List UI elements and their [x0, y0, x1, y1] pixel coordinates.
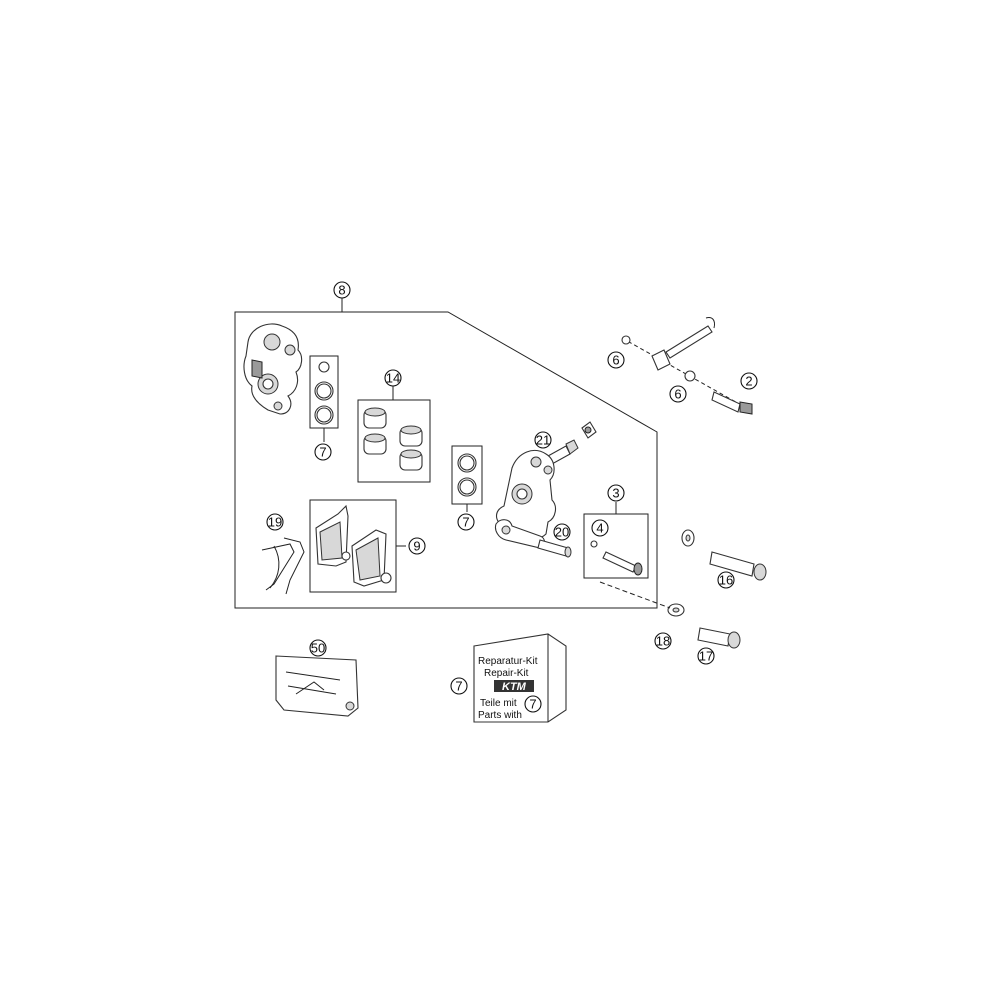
svg-text:16: 16: [719, 573, 733, 588]
svg-text:7: 7: [455, 679, 462, 694]
svg-text:6: 6: [674, 387, 681, 402]
mounting-bolt-16: [681, 529, 767, 581]
svg-text:8: 8: [338, 283, 345, 298]
svg-text:7: 7: [462, 515, 469, 530]
svg-text:18: 18: [656, 634, 670, 649]
svg-text:3: 3: [612, 486, 619, 501]
repair-kit-box: Reparatur-Kit Repair-Kit KTM Teile mit P…: [473, 633, 567, 723]
callout-50: 50: [309, 639, 327, 657]
svg-text:6: 6: [612, 353, 619, 368]
repair-kit-line1: Reparatur-Kit: [478, 656, 538, 667]
callout-6-upper: 6: [607, 351, 625, 369]
callout-8: 8: [333, 281, 351, 299]
callout-7-left: 7: [314, 443, 332, 461]
seal-rings-kit-left: [309, 355, 339, 442]
pad-spring: [261, 537, 305, 595]
mounting-bolt-17: [697, 627, 741, 649]
svg-text:21: 21: [536, 433, 550, 448]
callout-18: 18: [654, 632, 672, 650]
svg-text:19: 19: [268, 515, 282, 530]
caliper-housing-right: [494, 450, 557, 549]
pistons-kit: [357, 386, 431, 483]
callout-9: 9: [408, 537, 426, 555]
brake-pads-kit: [309, 499, 406, 593]
callout-3: 3: [607, 484, 625, 502]
axle-bolt-assembly: [621, 317, 753, 415]
callout-4: 4: [591, 519, 609, 537]
repair-kit-line2: Repair-Kit: [484, 668, 529, 679]
repair-kit-line3: Teile mit: [480, 698, 517, 709]
repair-kit-logo-plate: [494, 680, 534, 692]
svg-text:7: 7: [529, 697, 536, 712]
repair-kit-line4: Parts with: [478, 710, 522, 721]
caliper-housing-left: [243, 323, 303, 415]
callout-7-kit-left: 7: [450, 677, 468, 695]
callout-20: 20: [553, 523, 571, 541]
assembly-outline-frame: [234, 311, 658, 609]
svg-text:9: 9: [413, 539, 420, 554]
instruction-sticker: [275, 655, 359, 717]
bleed-screw: [547, 421, 597, 465]
callout-16: 16: [717, 571, 735, 589]
svg-text:17: 17: [699, 649, 713, 664]
callout-6-lower: 6: [669, 385, 687, 403]
bolt-kit: [583, 502, 649, 579]
callout-2: 2: [740, 372, 758, 390]
callout-14: 14: [384, 369, 402, 387]
callout-21: 21: [534, 431, 552, 449]
caliper-slide-pin: [537, 539, 572, 558]
washer-18: [599, 581, 685, 617]
seal-rings-kit-middle: [451, 445, 483, 512]
svg-text:50: 50: [311, 641, 325, 656]
callout-7-kit-inner: 7: [524, 695, 542, 713]
callout-19: 19: [266, 513, 284, 531]
repair-kit-logo: KTM: [502, 681, 527, 693]
callout-17: 17: [697, 647, 715, 665]
callout-7-middle: 7: [457, 513, 475, 531]
svg-text:7: 7: [319, 445, 326, 460]
svg-text:20: 20: [555, 525, 569, 540]
svg-text:14: 14: [386, 371, 400, 386]
svg-text:2: 2: [745, 374, 752, 389]
svg-text:4: 4: [596, 521, 603, 536]
